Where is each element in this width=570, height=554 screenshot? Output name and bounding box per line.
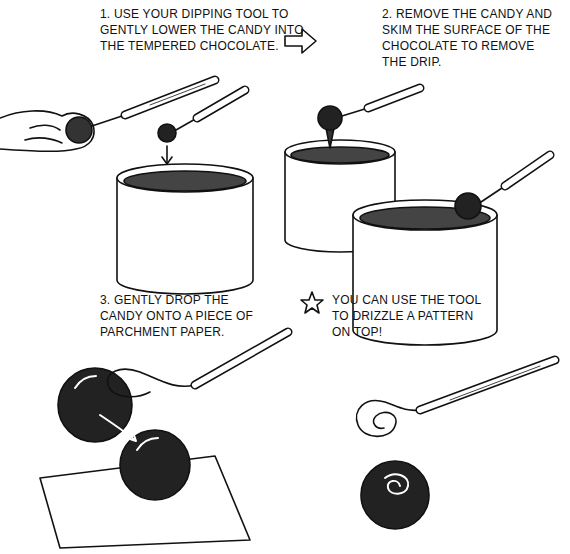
dipping-tool bbox=[158, 90, 245, 142]
candy bbox=[318, 106, 342, 130]
caption: 2. REMOVE THE CANDY AND SKIM THE SURFACE… bbox=[382, 6, 562, 70]
instruction-text: YOU CAN USE THE TOOL TO DRIZZLE A PATTER… bbox=[332, 292, 482, 340]
candy bbox=[120, 430, 190, 500]
down-arrow bbox=[162, 146, 172, 164]
caption: 3. GENTLY DROP THE CANDY ONTO A PIECE OF… bbox=[100, 292, 260, 340]
candy bbox=[58, 368, 132, 442]
chocolate-pot bbox=[117, 164, 253, 294]
dipping-tool bbox=[108, 332, 288, 397]
instruction-text: 3. GENTLY DROP THE CANDY ONTO A PIECE OF… bbox=[100, 292, 260, 340]
candy bbox=[66, 117, 92, 143]
dipping-tool bbox=[481, 155, 550, 202]
candy bbox=[361, 461, 429, 529]
drizzle-pattern bbox=[385, 474, 408, 493]
instruction-text: 2. REMOVE THE CANDY AND SKIM THE SURFACE… bbox=[382, 6, 562, 70]
star-symbol bbox=[301, 292, 323, 313]
candy bbox=[455, 193, 481, 219]
dipping-tool bbox=[357, 360, 555, 436]
caption: 1. USE YOUR DIPPING TOOL TO GENTLY LOWER… bbox=[100, 6, 305, 54]
instruction-text: 1. USE YOUR DIPPING TOOL TO GENTLY LOWER… bbox=[100, 6, 305, 54]
hand bbox=[0, 111, 94, 151]
chocolate-pot bbox=[353, 200, 497, 345]
dipping-tool bbox=[342, 88, 420, 116]
caption: YOU CAN USE THE TOOL TO DRIZZLE A PATTER… bbox=[332, 292, 482, 340]
drop-arrow bbox=[100, 415, 136, 441]
chocolate-drip bbox=[326, 128, 334, 148]
